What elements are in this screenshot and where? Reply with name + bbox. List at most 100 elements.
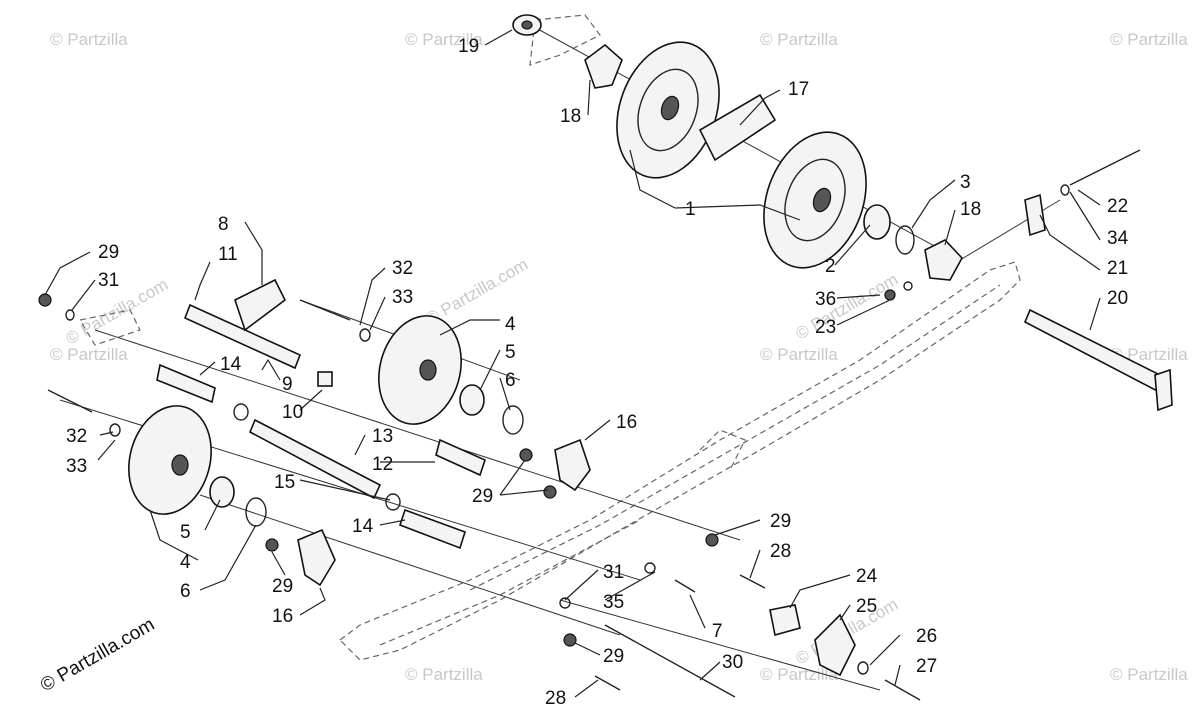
callout-32-a: 32 <box>392 258 413 279</box>
callout-21: 21 <box>1107 258 1128 279</box>
bolt-32-a <box>299 299 351 321</box>
sleeve-14-b <box>398 508 466 550</box>
snap-ring-3 <box>895 225 915 255</box>
callout-7: 7 <box>712 621 723 642</box>
callout-16-lower: 16 <box>272 606 293 627</box>
callout-19: 19 <box>458 36 479 57</box>
callout-17: 17 <box>788 79 809 100</box>
watermark-4: © Partzilla <box>1110 30 1188 49</box>
washer-35 <box>644 562 656 574</box>
washer-26 <box>857 661 869 675</box>
bracket-16-lower <box>297 528 336 587</box>
watermark-6: © Partzilla <box>760 345 838 364</box>
leader-lines <box>44 29 1101 698</box>
callout-24: 24 <box>856 566 878 587</box>
callout-34: 34 <box>1107 228 1129 249</box>
callout-4-upper: 4 <box>505 314 516 335</box>
washer-33-b <box>109 423 121 437</box>
callout-18-front: 18 <box>960 199 981 220</box>
bolt-28-b <box>594 675 621 691</box>
nut-29-c <box>543 485 557 499</box>
washer-31-a <box>65 309 75 321</box>
callout-6-upper: 6 <box>505 370 516 391</box>
callout-18-top: 18 <box>560 106 581 127</box>
bearing-2 <box>863 204 891 240</box>
watermark-1: © Partzilla <box>50 30 128 49</box>
callout-29-e: 29 <box>770 511 791 532</box>
callout-25: 25 <box>856 596 877 617</box>
callout-29-a: 29 <box>98 242 119 263</box>
nut-29-a <box>38 293 52 307</box>
rod-30 <box>604 624 736 698</box>
callout-1: 1 <box>685 199 696 220</box>
callout-36: 36 <box>815 289 836 310</box>
callout-20: 20 <box>1107 288 1128 309</box>
callout-28-a: 28 <box>770 541 791 562</box>
nut-29-d <box>265 538 279 552</box>
spacer-15-b <box>385 493 401 511</box>
arm-8 <box>234 278 287 332</box>
bracket-25 <box>814 613 856 677</box>
spacer-18-front <box>924 239 963 281</box>
bolt-28-a <box>739 574 766 589</box>
bushing-10 <box>317 371 333 387</box>
callout-14-a: 14 <box>220 354 242 375</box>
callout-13: 13 <box>372 426 393 447</box>
bearing-5-lower <box>209 476 235 508</box>
spacer-12 <box>435 438 486 477</box>
callout-16-upper: 16 <box>616 412 637 433</box>
washer-33-a <box>359 328 371 342</box>
nut-23 <box>884 289 896 301</box>
callout-10: 10 <box>282 402 303 423</box>
callout-32-b: 32 <box>66 426 87 447</box>
callout-4-lower: 4 <box>180 552 191 573</box>
watermark-5: © Partzilla <box>50 345 128 364</box>
callout-29-b: 29 <box>472 486 493 507</box>
callout-22: 22 <box>1107 196 1128 217</box>
washer-31-b <box>559 597 571 609</box>
callout-2: 2 <box>825 256 836 277</box>
spacer-24 <box>769 604 801 637</box>
lower-assembly <box>38 278 921 701</box>
nut-29-f <box>563 633 577 647</box>
callout-27: 27 <box>916 656 937 677</box>
upper-idler-assembly <box>512 14 1173 412</box>
callout-12: 12 <box>372 454 393 475</box>
washer-34 <box>1060 184 1070 196</box>
callout-5-upper: 5 <box>505 342 516 363</box>
callout-15: 15 <box>274 472 295 493</box>
shaft-11 <box>183 303 302 370</box>
wheel-4-lower <box>128 405 212 515</box>
rear-bracket-ghost <box>79 14 601 346</box>
watermark-8: © Partzilla <box>760 665 838 684</box>
snap-ring-6-upper <box>502 405 524 435</box>
callout-33-b: 33 <box>66 456 87 477</box>
callout-29-d: 29 <box>272 576 293 597</box>
callout-3: 3 <box>960 172 971 193</box>
callout-30: 30 <box>722 652 743 673</box>
bolt-7 <box>674 579 696 593</box>
spacer-18-top <box>584 43 623 89</box>
callouts: 19 18 17 1 3 18 2 22 34 21 36 23 20 29 3… <box>66 36 1129 709</box>
shaft-13 <box>248 418 382 500</box>
bolt-32-b <box>47 389 93 413</box>
callout-35: 35 <box>603 592 624 613</box>
bolt-27 <box>884 679 921 701</box>
bearing-5-upper <box>459 384 485 416</box>
snap-ring-6-lower <box>245 497 267 527</box>
callout-14-b: 14 <box>352 516 374 537</box>
callout-5-lower: 5 <box>180 522 191 543</box>
callout-33-a: 33 <box>392 287 413 308</box>
clamp-21 <box>1024 193 1046 237</box>
washer-36 <box>903 281 913 291</box>
spacer-15-a <box>233 403 249 421</box>
watermark-2: © Partzilla <box>405 30 483 49</box>
callout-8: 8 <box>218 214 229 235</box>
callout-28-b: 28 <box>545 688 566 709</box>
bracket-16-upper <box>554 438 591 492</box>
callout-9: 9 <box>282 374 293 395</box>
copyright-notice: © Partzilla.com <box>37 614 158 696</box>
callout-26: 26 <box>916 626 937 647</box>
callout-6-lower: 6 <box>180 581 191 602</box>
